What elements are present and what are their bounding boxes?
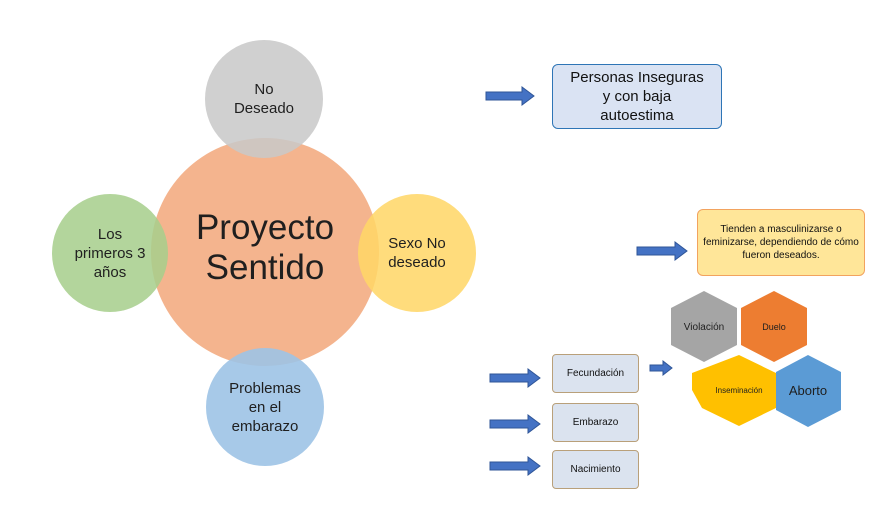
center-label: Proyecto Sentido: [195, 208, 335, 287]
circle-problemas-embarazo: Problemas en el embarazo: [206, 348, 324, 466]
circle-no-deseado-label: No Deseado: [233, 81, 295, 117]
box-tienden: Tienden a masculinizarse o feminizarse, …: [697, 209, 865, 276]
circle-no-deseado: No Deseado: [205, 40, 323, 158]
box-embarazo: Embarazo: [552, 403, 639, 442]
circle-primeros-anos: Los primeros 3 años: [52, 194, 168, 312]
arrow-to-hexagons: [649, 359, 673, 377]
box-personas-inseguras-label: Personas Inseguras y con baja autoestima: [570, 69, 704, 124]
hex-violacion: [671, 291, 737, 362]
box-nacimiento: Nacimiento: [552, 450, 639, 489]
circle-primeros-anos-label: Los primeros 3 años: [74, 225, 146, 281]
arrow-to-fecundacion: [489, 368, 541, 388]
hex-violacion-label: Violación: [684, 322, 724, 333]
box-tienden-label: Tienden a masculinizarse o feminizarse, …: [703, 224, 859, 261]
circle-sexo-no-deseado-label: Sexo No deseado: [388, 235, 446, 271]
hex-duelo: [741, 291, 807, 362]
circle-sexo-no-deseado: Sexo No deseado: [358, 194, 476, 312]
arrow-to-tienden: [636, 241, 688, 261]
hex-inseminacion: [692, 355, 776, 426]
hex-inseminacion-label: Inseminación: [715, 386, 762, 395]
box-embarazo-label: Embarazo: [572, 417, 619, 428]
center-circle: Proyecto Sentido: [151, 138, 379, 366]
arrow-to-nacimiento: [489, 456, 541, 476]
box-nacimiento-label: Nacimiento: [570, 464, 621, 475]
hex-duelo-label: Duelo: [762, 322, 786, 332]
box-personas-inseguras: Personas Inseguras y con baja autoestima: [552, 64, 722, 129]
arrow-to-embarazo: [489, 414, 541, 434]
arrow-to-personas: [485, 86, 535, 106]
circle-problemas-embarazo-label: Problemas en el embarazo: [229, 379, 301, 435]
hex-aborto: [776, 355, 841, 427]
box-fecundacion-label: Fecundación: [566, 368, 625, 379]
box-fecundacion: Fecundación: [552, 354, 639, 393]
hex-aborto-label: Aborto: [789, 383, 827, 398]
